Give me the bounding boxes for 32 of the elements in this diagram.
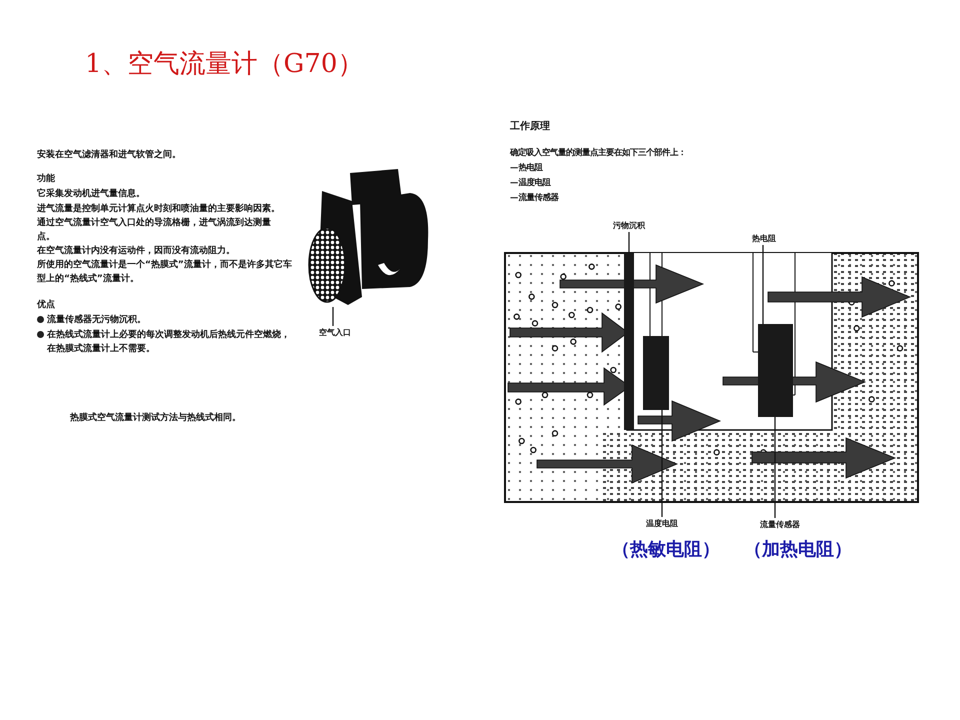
heading: 工作原理 <box>510 120 551 134</box>
paragraph: —温度电阻 <box>510 176 552 189</box>
paragraph: 通过空气流量计空气入口处的导流格栅，进气涡流到达测量点。 <box>37 216 272 244</box>
paragraph: 在空气流量计内没有运动件，因而没有流动阻力。 <box>37 244 236 258</box>
deposit-plate <box>624 253 634 430</box>
annotation: （热敏电阻） <box>612 538 720 562</box>
sensor-block <box>643 336 669 410</box>
heading: 功能 <box>37 172 56 186</box>
paragraph: 进气流量是控制单元计算点火时刻和喷油量的主要影响因素。 <box>37 202 281 216</box>
paragraph: 确定吸入空气量的测量点主要在如下三个部件上： <box>510 146 687 159</box>
paragraph: 安装在空气滤清器和进气软管之间。 <box>37 148 182 162</box>
heading: 优点 <box>37 298 56 312</box>
callout-label: 污物沉积 <box>606 219 652 232</box>
annotation: （加热电阻） <box>744 538 852 562</box>
paragraph: 所使用的空气流量计是一个“热膜式”流量计，而不是许多其它车型上的“热线式”流量计。 <box>37 258 292 286</box>
leader-line <box>774 417 776 518</box>
callout-label: 热电阻 <box>747 232 781 245</box>
bullet-text: 流量传感器无污物沉积。 <box>47 313 147 327</box>
leader-line <box>628 232 630 253</box>
callout-label: 流量传感器 <box>752 518 808 531</box>
leader-line <box>332 307 334 326</box>
callout-label: 空气入口 <box>313 326 357 339</box>
paragraph: 它采集发动机进气量信息。 <box>37 187 146 201</box>
callout-label: 温度电阻 <box>639 517 685 530</box>
leader-line <box>661 410 663 517</box>
sensor-block <box>758 324 793 417</box>
paragraph: —流量传感器 <box>510 191 560 204</box>
leader-line <box>762 245 764 324</box>
title: 1、空气流量计（G70） <box>85 48 364 81</box>
bullet-text: 在热线式流量计上必要的每次调整发动机后热线元件空燃烧，在热膜式流量计上不需要。 <box>47 328 291 356</box>
paragraph: 热膜式空气流量计测试方法与热线式相同。 <box>70 411 242 425</box>
paragraph: —热电阻 <box>510 161 544 174</box>
